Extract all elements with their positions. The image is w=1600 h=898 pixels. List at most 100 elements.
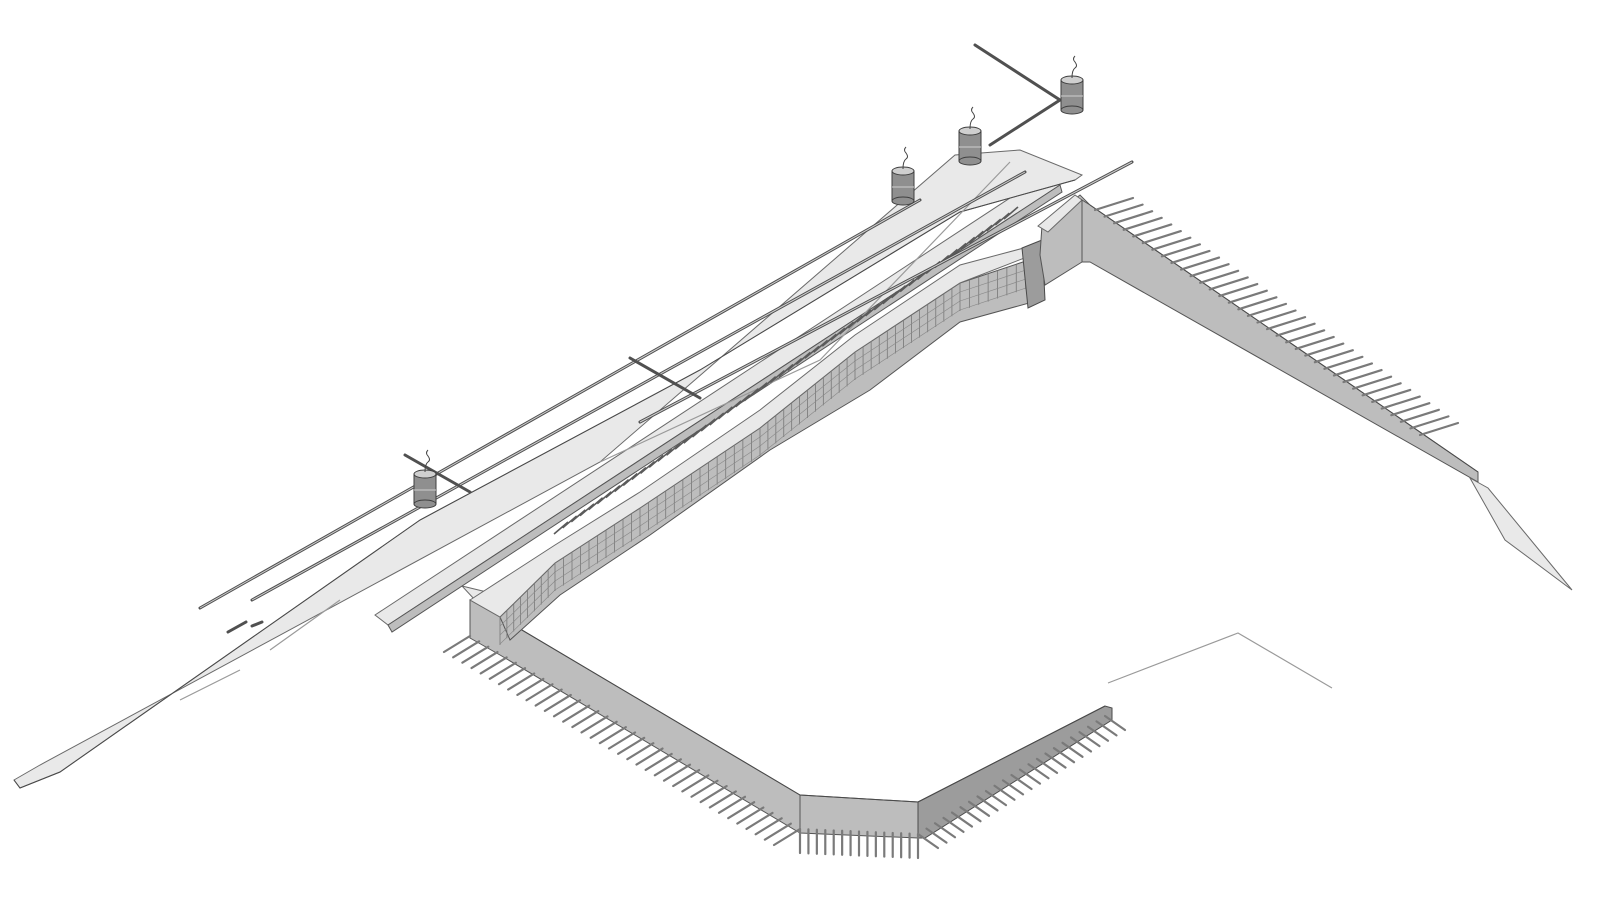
seam-2 bbox=[269, 599, 341, 651]
wall-course-line bbox=[959, 275, 1036, 302]
ground-anchor bbox=[497, 667, 527, 686]
pipe-crossbar-2 bbox=[628, 356, 702, 400]
ground-anchor bbox=[1035, 757, 1059, 775]
ground-anchor bbox=[1132, 223, 1173, 238]
tank-base bbox=[413, 499, 437, 509]
ground-anchor bbox=[681, 774, 710, 793]
wall-course-line bbox=[499, 571, 556, 627]
pipe-stub-1 bbox=[226, 620, 248, 634]
ground-anchor bbox=[1095, 720, 1118, 737]
ground-anchor bbox=[925, 827, 948, 844]
ground-anchor bbox=[1010, 773, 1033, 791]
ground-anchor bbox=[754, 817, 783, 836]
ground-anchor bbox=[1199, 269, 1240, 284]
ground-anchor bbox=[543, 693, 572, 713]
ground-anchor bbox=[772, 827, 802, 847]
rail-ties bbox=[553, 206, 1019, 535]
rail-tie bbox=[631, 466, 647, 481]
wall-course-line bbox=[854, 300, 961, 371]
ground-anchor bbox=[1332, 362, 1374, 377]
rail-tie bbox=[735, 394, 751, 408]
rail-tie bbox=[562, 515, 578, 529]
ground-anchor bbox=[736, 806, 765, 825]
rail-tie bbox=[717, 406, 733, 420]
rail-tie bbox=[960, 236, 976, 250]
ground-anchor bbox=[727, 801, 756, 820]
ground-anchor bbox=[1061, 741, 1084, 758]
ground-anchor bbox=[1179, 256, 1221, 271]
ground-anchor bbox=[607, 731, 637, 750]
seam-3 bbox=[179, 669, 241, 701]
ground-anchor bbox=[562, 704, 591, 723]
ground-anchor bbox=[1069, 736, 1093, 753]
pipe-crossbar-1 bbox=[403, 453, 472, 494]
ground-anchor bbox=[1151, 236, 1192, 251]
wall-course-line bbox=[554, 516, 641, 573]
ground-anchor bbox=[1141, 229, 1182, 245]
ground-anchor bbox=[635, 747, 664, 766]
wall-course-line bbox=[554, 525, 641, 582]
junction-face-left bbox=[1021, 239, 1046, 309]
ground-anchor bbox=[967, 800, 991, 817]
storage-tank bbox=[958, 106, 982, 166]
ground-anchor bbox=[976, 795, 999, 812]
right-wall-edge bbox=[1089, 204, 1479, 473]
parallel-pipes bbox=[198, 43, 1134, 634]
ground-anchor bbox=[598, 726, 627, 745]
ground-anchor bbox=[916, 832, 940, 850]
ground-anchor bbox=[1390, 402, 1431, 417]
ground-anchor bbox=[1256, 309, 1297, 324]
ground-anchor bbox=[699, 785, 728, 804]
rail-tie bbox=[804, 345, 820, 359]
rail-tie bbox=[674, 436, 690, 450]
end-wing-face bbox=[1468, 476, 1573, 591]
ground-anchor bbox=[452, 640, 481, 659]
tank-vent bbox=[424, 449, 430, 473]
storage-tanks bbox=[413, 55, 1084, 509]
rail-tie bbox=[665, 442, 682, 456]
ground-anchors-right bbox=[1093, 196, 1460, 437]
lower-wall-right bbox=[917, 705, 1113, 839]
storage-tank bbox=[1060, 55, 1084, 115]
rail-tie bbox=[709, 412, 725, 426]
rail-tie bbox=[873, 297, 889, 311]
rail-tie bbox=[596, 491, 612, 505]
ground-anchor bbox=[690, 779, 719, 798]
rail-tie bbox=[605, 485, 621, 499]
ground-anchor bbox=[1103, 714, 1127, 732]
ground-anchor bbox=[1342, 368, 1383, 384]
ground-anchor bbox=[1189, 263, 1230, 278]
wall-course-line bbox=[759, 369, 856, 447]
ground-anchor bbox=[626, 742, 655, 761]
rail-tie bbox=[691, 424, 707, 438]
ground-anchor bbox=[1160, 243, 1202, 258]
rail-tie bbox=[769, 369, 785, 384]
rail-tie bbox=[726, 400, 742, 414]
rail-tie bbox=[640, 460, 656, 475]
rail-tie bbox=[830, 327, 846, 341]
rail-tie bbox=[821, 333, 837, 347]
ground-anchor bbox=[1103, 203, 1144, 218]
rail-tie bbox=[986, 218, 1002, 232]
ground-anchor bbox=[1275, 322, 1316, 337]
rail-tie bbox=[787, 357, 803, 372]
ground-anchor bbox=[1380, 395, 1421, 410]
ground-anchor bbox=[662, 763, 692, 782]
tank-base bbox=[1060, 105, 1084, 115]
ground-anchor bbox=[1237, 296, 1278, 311]
ground-anchor bbox=[1323, 355, 1364, 370]
pipe-stub-2 bbox=[250, 620, 264, 628]
rail-tie bbox=[553, 521, 569, 535]
ground-anchor bbox=[1093, 196, 1135, 212]
rail-tie bbox=[813, 339, 829, 353]
ground-anchor bbox=[1086, 725, 1110, 742]
rail-tie bbox=[761, 376, 777, 390]
ground-anchor bbox=[1078, 730, 1101, 748]
ground-anchor bbox=[672, 768, 701, 788]
ground-anchor bbox=[1294, 335, 1335, 351]
rail-tie bbox=[622, 472, 638, 487]
rail-tie bbox=[847, 315, 863, 329]
lower-wall-top-edge bbox=[499, 616, 1106, 803]
ground-anchor bbox=[942, 816, 965, 834]
rail-tie bbox=[752, 382, 768, 396]
